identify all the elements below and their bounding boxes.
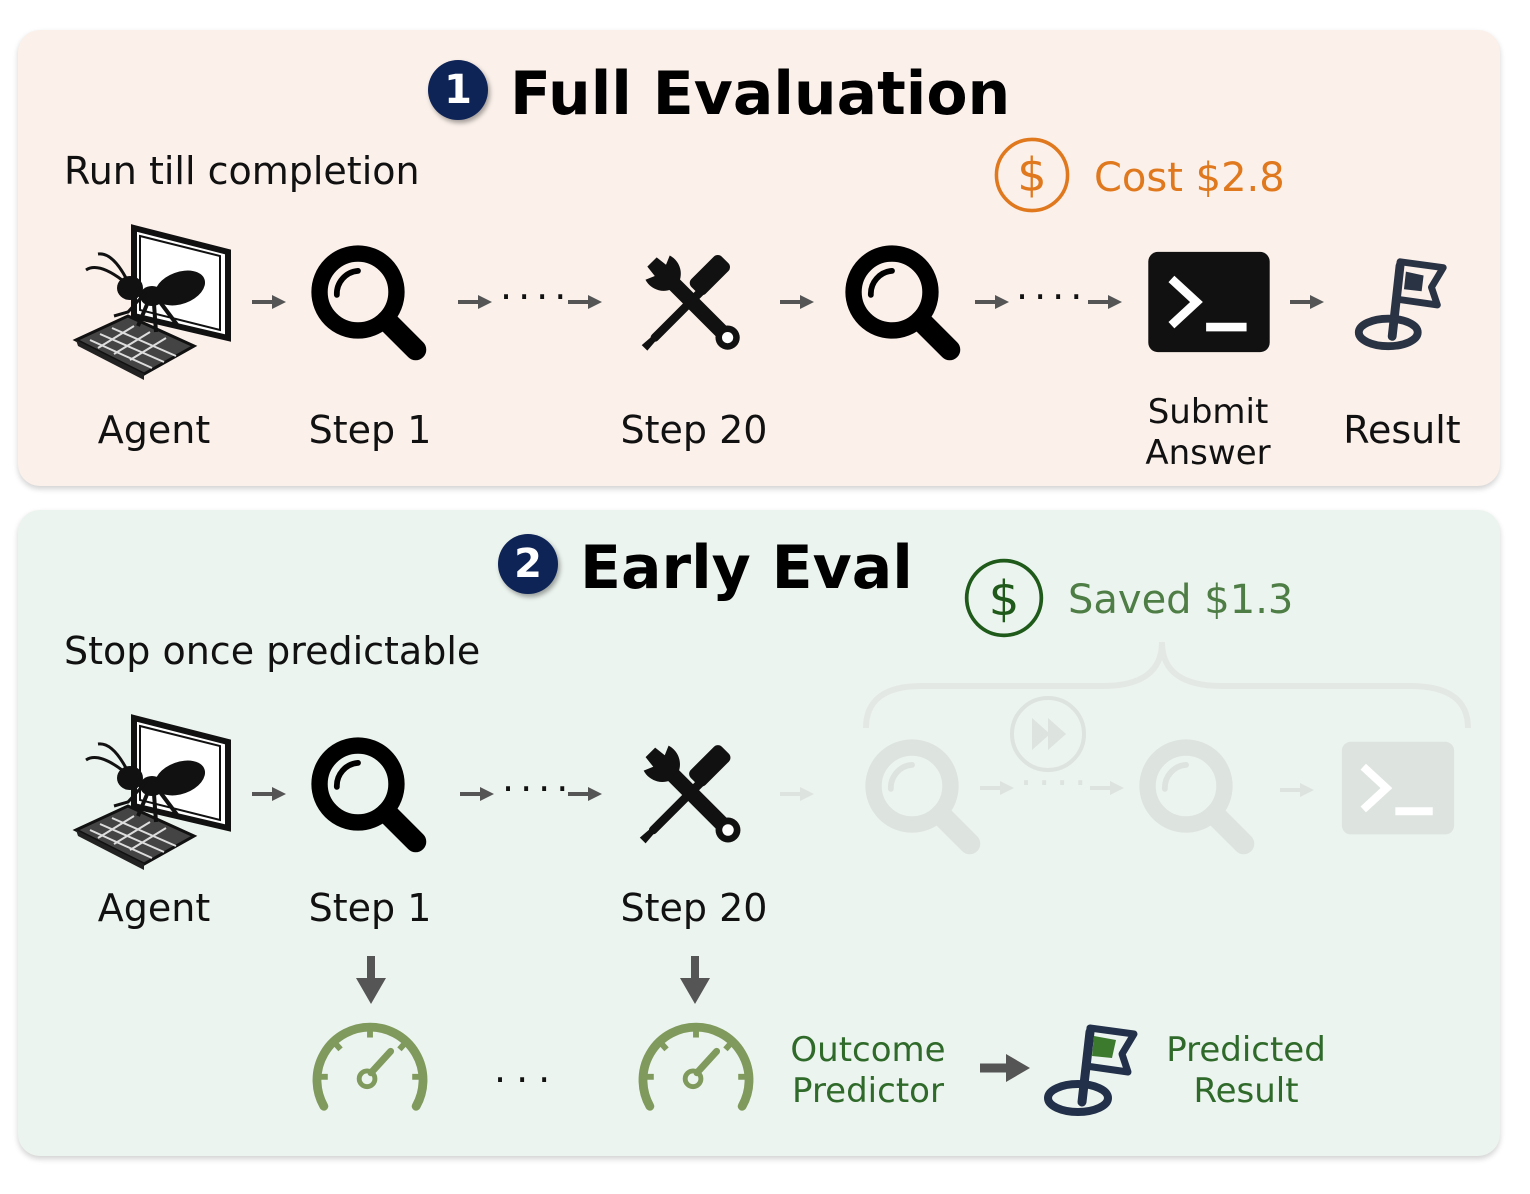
arrow-icon [975,292,1011,312]
ellipsis: ···· [502,767,575,811]
magnifier-icon [862,736,987,861]
skip-brace [863,641,1471,729]
magnifier-icon [308,242,433,367]
speedometer-icon [306,1012,434,1120]
step-badge-1: 1 [428,60,488,120]
step-1-label: Step 1 [308,408,432,452]
predicted-flag-icon [1044,1024,1138,1116]
arrow-icon [252,292,288,312]
arrow-icon [568,292,604,312]
ellipsis: ... [494,1047,561,1091]
terminal-icon [1146,250,1272,356]
arrow-icon [458,292,494,312]
cost-label: Cost $2.8 [1094,155,1285,201]
early-eval-panel [18,510,1500,1156]
terminal-icon [1338,740,1458,838]
arrow-icon [780,784,816,804]
outcome-predictor-label: Outcome Predictor [790,1030,946,1111]
arrow-icon [460,784,496,804]
arrow-icon [980,1054,1030,1082]
ant-at-computer-icon [68,712,238,872]
magnifier-icon [1136,736,1261,861]
arrow-icon [1088,292,1124,312]
arrow-icon [1090,778,1126,798]
step-20-label: Step 20 [620,408,768,452]
arrow-icon [568,784,604,804]
agent-label: Agent [97,886,211,930]
down-arrow-icon [356,956,386,1004]
agent-label: Agent [97,408,211,452]
arrow-icon [252,784,288,804]
magnifier-icon [842,242,967,367]
ellipsis: ···· [1020,761,1093,805]
down-arrow-icon [680,956,710,1004]
step-20-label: Step 20 [620,886,768,930]
full-evaluation-subtitle: Run till completion [64,149,420,193]
step-1-label: Step 1 [308,886,432,930]
early-eval-title: Early Eval [580,533,913,603]
ant-at-computer-icon [68,222,238,382]
predicted-result-label: Predicted Result [1166,1030,1326,1111]
arrow-icon [780,292,816,312]
wrench-screwdriver-icon [636,738,751,853]
early-eval-subtitle: Stop once predictable [64,629,481,673]
ellipsis: ···· [500,275,573,319]
full-evaluation-title: Full Evaluation [510,59,1011,129]
dollar-circle-icon [992,135,1072,215]
dollar-circle-icon [962,556,1046,640]
saved-label: Saved $1.3 [1068,577,1294,623]
magnifier-icon [308,734,433,859]
submit-answer-label: Submit Answer [1145,392,1271,473]
wrench-screwdriver-icon [638,248,750,360]
result-label: Result [1343,408,1461,452]
step-badge-2: 2 [498,534,558,594]
arrow-icon [1280,780,1316,800]
arrow-icon [1290,292,1326,312]
arrow-icon [980,778,1016,798]
ellipsis: ···· [1016,275,1089,319]
speedometer-icon [632,1012,760,1120]
flag-icon [1352,248,1452,356]
